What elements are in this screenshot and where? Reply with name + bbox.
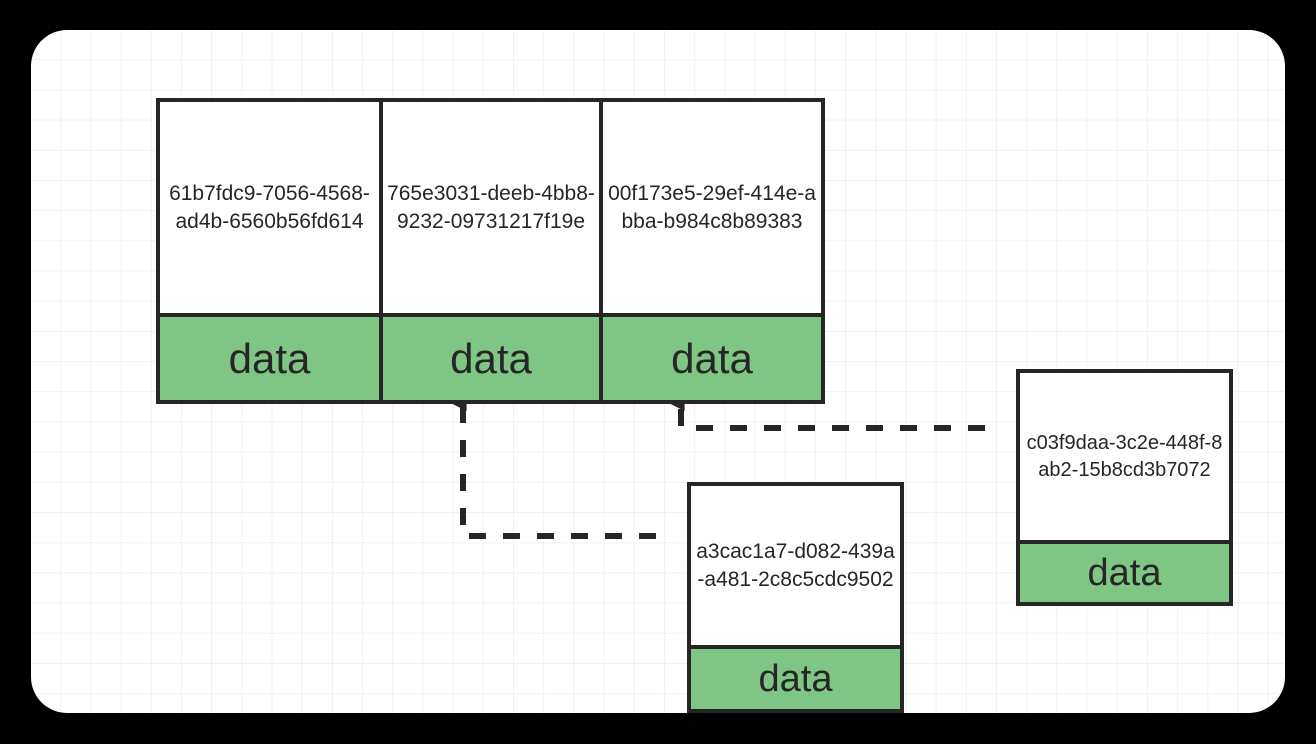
node-a3cac1a7[interactable]: a3cac1a7-d082-439a-a481-2c8c5cdc9502 dat… xyxy=(687,482,904,713)
table-column-3-id: 00f173e5-29ef-414e-abba-b984c8b89383 xyxy=(608,181,816,233)
table-column-1-id: 61b7fdc9-7056-4568-ad4b-6560b56fd614 xyxy=(169,181,370,233)
table-column-1-footer[interactable]: data xyxy=(160,313,379,400)
table-column-2-footer[interactable]: data xyxy=(383,313,599,400)
connector-a3cac1a7-to-column-1 xyxy=(430,375,656,539)
node-a3cac1a7-footer[interactable]: data xyxy=(691,645,900,709)
node-c03f9daa-footer[interactable]: data xyxy=(1020,540,1229,602)
node-a3cac1a7-id: a3cac1a7-d082-439a-a481-2c8c5cdc9502 xyxy=(696,539,895,591)
diagram-canvas[interactable]: 61b7fdc9-7056-4568-ad4b-6560b56fd614 dat… xyxy=(31,30,1285,713)
table-column-3[interactable]: 00f173e5-29ef-414e-abba-b984c8b89383 dat… xyxy=(599,98,825,404)
table-column-2-id: 765e3031-deeb-4bb8-9232-09731217f19e xyxy=(387,181,595,233)
table-column-3-footer[interactable]: data xyxy=(603,313,821,400)
node-c03f9daa[interactable]: c03f9daa-3c2e-448f-8ab2-15b8cd3b7072 dat… xyxy=(1016,369,1233,606)
table-column-1[interactable]: 61b7fdc9-7056-4568-ad4b-6560b56fd614 dat… xyxy=(156,98,383,404)
node-c03f9daa-id: c03f9daa-3c2e-448f-8ab2-15b8cd3b7072 xyxy=(1026,432,1223,481)
table-column-2[interactable]: 765e3031-deeb-4bb8-9232-09731217f19e dat… xyxy=(379,98,603,404)
data-table-group[interactable]: 61b7fdc9-7056-4568-ad4b-6560b56fd614 dat… xyxy=(156,98,825,404)
